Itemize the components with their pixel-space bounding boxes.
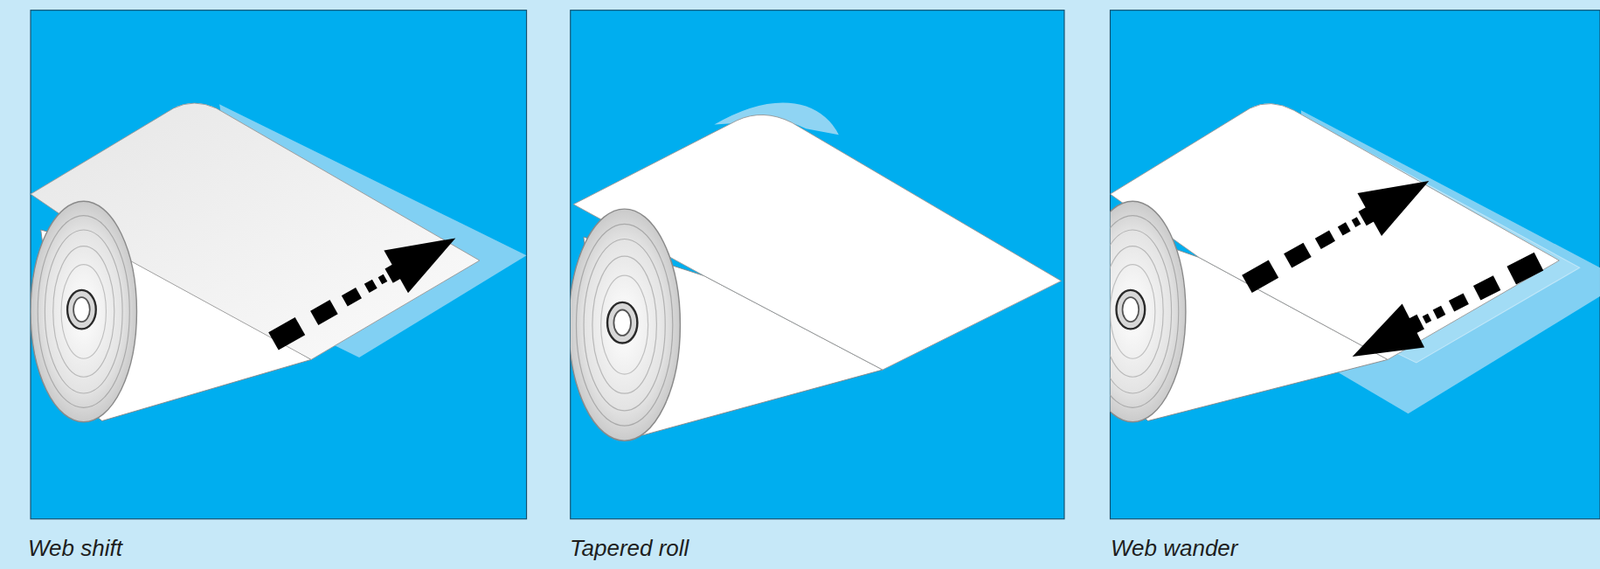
panel-background [30, 10, 527, 520]
wander-arrow-down [1341, 239, 1551, 379]
shift-arrow [261, 216, 468, 363]
web-shift-figure [30, 103, 527, 423]
roll-end [30, 200, 137, 422]
roll-end [570, 208, 681, 441]
wander-arrow-up [1234, 159, 1441, 306]
roll-end [1109, 200, 1185, 422]
tapered-roll-figure [570, 103, 1062, 442]
panel-caption: Tapered roll [569, 534, 689, 562]
web-wander-figure [1109, 103, 1600, 423]
panel-caption: Web wander [1110, 534, 1239, 562]
panel-caption: Web shift [27, 534, 123, 562]
panel-background [1109, 10, 1600, 520]
